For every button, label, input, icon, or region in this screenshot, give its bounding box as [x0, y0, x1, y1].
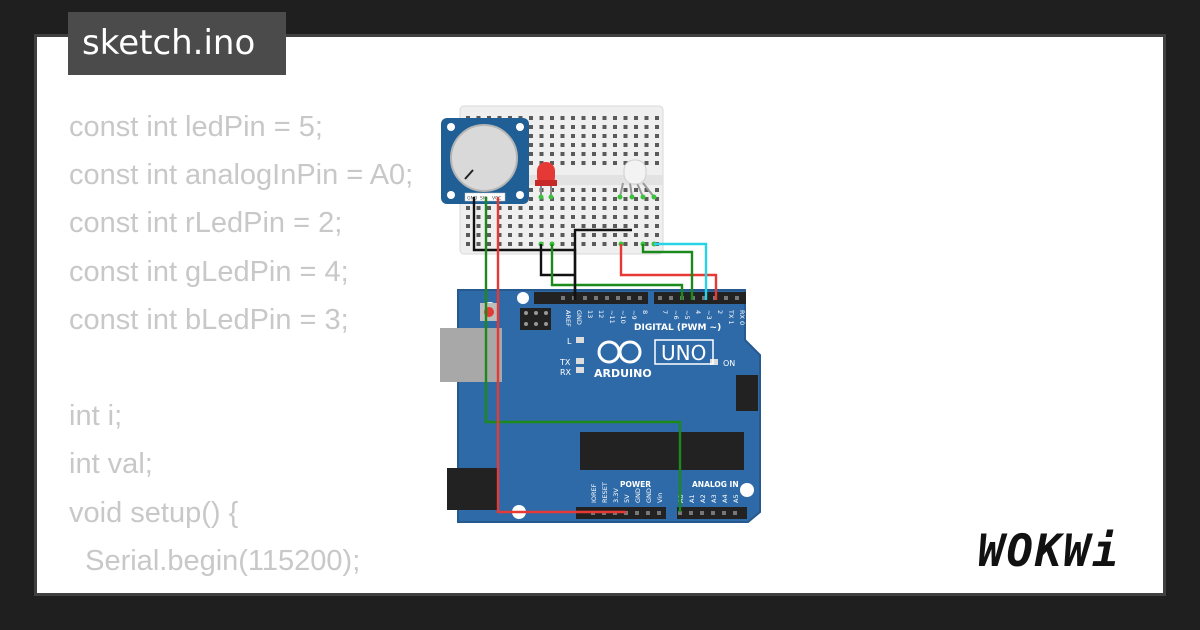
top-pin-label: RX 0: [738, 310, 746, 325]
power-label: POWER: [620, 480, 651, 489]
bottom-pin-label: GND: [634, 488, 642, 503]
top-pin-label: TX 1: [727, 309, 735, 325]
arduino-logo-icon: [597, 340, 642, 364]
top-pin-label: 4: [694, 310, 702, 314]
code-line: const int rLedPin = 2;: [69, 207, 343, 240]
bottom-pin-label: A3: [710, 494, 718, 503]
top-pin-label: AREF: [564, 310, 572, 327]
code-line: Serial.begin(115200);: [69, 544, 361, 577]
pot-pin-sig: SIG: [480, 196, 488, 202]
top-pin-label: ~11: [608, 310, 616, 324]
top-pin-label: ~10: [619, 310, 627, 324]
bottom-pin-label: A4: [721, 494, 729, 503]
bottom-pin-label: GND: [645, 488, 653, 503]
on-label: ON: [723, 359, 735, 368]
arduino-brand: ARDUINO: [594, 367, 652, 380]
top-pin-label: ~9: [630, 310, 638, 320]
code-line: pinMode(ledPin, OUTPUT);: [69, 585, 509, 594]
code-line: int i;: [69, 400, 123, 433]
code-line: const int bLedPin = 3;: [69, 303, 349, 336]
pot-pin-gnd: GND: [467, 196, 478, 202]
file-tab-title[interactable]: sketch.ino: [68, 12, 286, 75]
top-pin-label: 12: [597, 310, 605, 318]
top-pin-label: GND: [575, 310, 583, 325]
code-line: const int analogInPin = A0;: [69, 159, 414, 192]
bottom-pin-label: A2: [699, 494, 707, 503]
digital-label: DIGITAL (PWM ~): [634, 323, 721, 333]
code-preview: const int ledPin = 5; const int analogInP…: [69, 103, 509, 594]
wires: [472, 197, 718, 514]
bottom-pin-label: A1: [688, 494, 696, 503]
pot-pin-vcc: VCC: [492, 196, 501, 202]
atmega-chip: [580, 432, 744, 470]
top-pin-label: 8: [641, 310, 649, 314]
analog-label: ANALOG IN: [692, 480, 739, 489]
bottom-pin-label: A5: [732, 494, 740, 503]
tx-label: TX: [559, 358, 571, 367]
rx-label: RX: [560, 368, 572, 377]
wokwi-logo: WOKWi: [978, 526, 1121, 577]
top-pin-label: ~6: [672, 310, 680, 320]
code-line: const int gLedPin = 4;: [69, 255, 349, 288]
bottom-pin-label: 3.3V: [612, 488, 620, 503]
code-line: const int ledPin = 5;: [69, 111, 323, 143]
l-label: L: [567, 337, 572, 346]
top-pin-label: ~3: [705, 310, 713, 320]
bottom-pin-label: Vin: [656, 493, 664, 503]
bottom-pin-label: IOREF: [590, 483, 598, 503]
bottom-pin-label: 5V: [623, 494, 631, 503]
uno-model: UNO: [661, 341, 706, 365]
top-pin-label: 2: [716, 310, 724, 314]
code-line: void setup() {: [69, 496, 239, 529]
usb-port: [440, 328, 502, 382]
top-pin-label: 7: [661, 310, 669, 314]
power-jack: [447, 468, 499, 510]
top-pin-label: ~5: [683, 310, 691, 320]
bottom-pin-label: RESET: [601, 482, 609, 503]
top-pin-label: 13: [586, 310, 594, 318]
potentiometer[interactable]: GND SIG VCC: [441, 118, 529, 204]
code-line: int val;: [69, 448, 153, 481]
